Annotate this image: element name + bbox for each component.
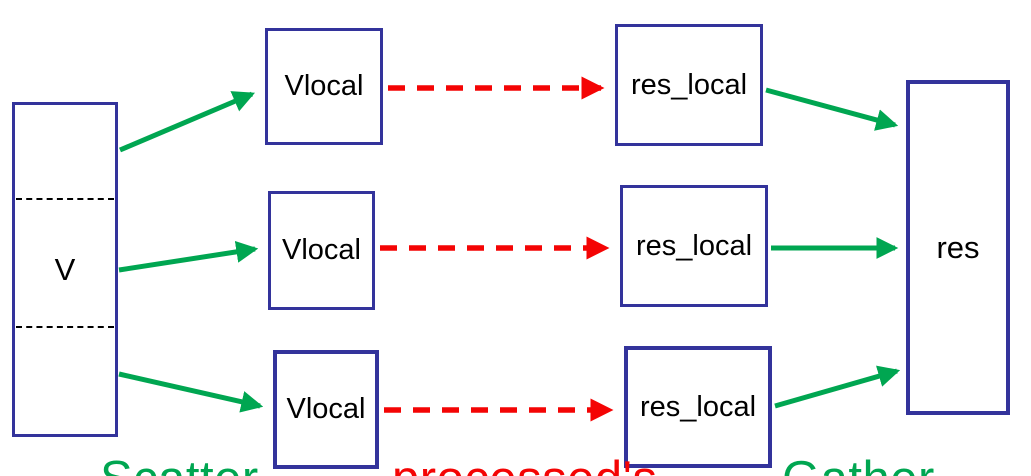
res-local-label: res_local: [639, 390, 757, 423]
res-local-box-2: res_local: [620, 185, 768, 307]
vector-v-box: V: [12, 102, 118, 437]
res-local-box-3: res_local: [624, 346, 772, 468]
partition-dashed-line: [16, 198, 114, 200]
scatter-arrow-1: [119, 91, 256, 153]
res-local-label: res_local: [630, 68, 748, 101]
scatter-arrow-2: [118, 240, 259, 273]
res-local-label: res_local: [635, 229, 753, 262]
caption-gather: Gather: [782, 455, 935, 476]
caption-process: processed's: [392, 455, 657, 476]
gather-arrow-3: [774, 365, 901, 409]
vlocal-box-2: Vlocal: [268, 191, 375, 310]
vector-v-label: V: [54, 251, 76, 287]
vlocal-box-1: Vlocal: [265, 28, 383, 145]
res-local-box-1: res_local: [615, 24, 763, 146]
vlocal-label: Vlocal: [286, 393, 366, 425]
result-res-box: res: [906, 80, 1010, 415]
vlocal-box-3: Vlocal: [273, 350, 379, 469]
vlocal-label: Vlocal: [282, 234, 361, 266]
gather-arrow-1: [765, 87, 899, 131]
caption-scatter: Scatter: [100, 455, 259, 476]
scatter-arrow-3: [118, 371, 264, 413]
res-label: res: [936, 229, 980, 265]
partition-dashed-line: [16, 326, 114, 328]
vlocal-label: Vlocal: [284, 70, 364, 102]
